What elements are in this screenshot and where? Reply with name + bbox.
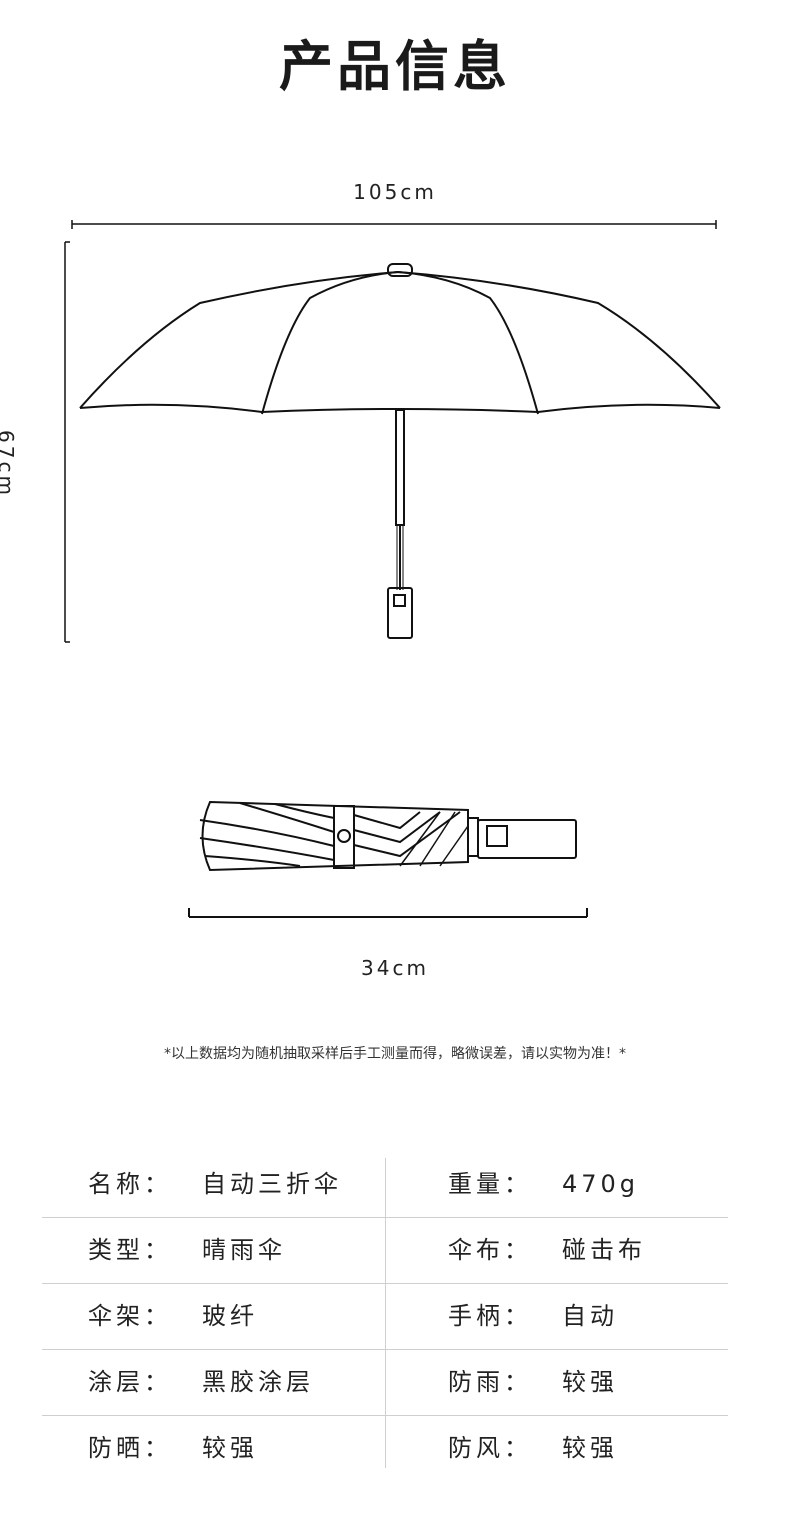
spec-row: 涂层： 黑胶涂层 防雨： 较强 <box>42 1350 728 1416</box>
spec-row: 伞架： 玻纤 手柄： 自动 <box>42 1284 728 1350</box>
spec-row: 防晒： 较强 防风： 较强 <box>42 1416 728 1481</box>
spec-key: 手柄： <box>448 1302 532 1330</box>
spec-value: 晴雨伞 <box>202 1236 286 1264</box>
spec-value: 470g <box>562 1170 640 1198</box>
spec-row: 名称： 自动三折伞 重量： 470g <box>42 1152 728 1218</box>
spec-table: 名称： 自动三折伞 重量： 470g 类型： 晴雨伞 伞布： 碰击布 伞架： 玻… <box>42 1152 728 1481</box>
spec-value: 黑胶涂层 <box>202 1368 314 1396</box>
spec-key: 名称： <box>88 1170 172 1198</box>
spec-key: 伞布： <box>448 1236 532 1264</box>
measurement-note: *以上数据均为随机抽取采样后手工测量而得，略微误差，请以实物为准！* <box>164 1046 626 1062</box>
folded-umbrella <box>199 800 577 872</box>
spec-key: 伞架： <box>88 1302 172 1330</box>
spec-value: 自动三折伞 <box>202 1170 342 1198</box>
spec-value: 自动 <box>562 1302 618 1330</box>
length-bracket <box>188 908 588 918</box>
spec-key: 重量： <box>448 1170 532 1198</box>
spec-key: 防雨： <box>448 1368 532 1396</box>
spec-row: 类型： 晴雨伞 伞布： 碰击布 <box>42 1218 728 1284</box>
spec-value: 较强 <box>562 1368 618 1396</box>
spec-key: 防晒： <box>88 1434 172 1462</box>
page-title: 产品信息 <box>279 35 511 98</box>
folded-length-label: 34cm <box>361 956 429 980</box>
table-divider <box>385 1158 386 1468</box>
height-bracket <box>64 241 70 643</box>
open-umbrella <box>79 263 721 639</box>
width-bracket <box>71 220 717 229</box>
open-width-label: 105cm <box>353 180 437 204</box>
spec-value: 玻纤 <box>202 1302 258 1330</box>
spec-key: 类型： <box>88 1236 172 1264</box>
spec-key: 涂层： <box>88 1368 172 1396</box>
open-height-label: 67cm <box>0 430 18 498</box>
spec-value: 较强 <box>562 1434 618 1462</box>
spec-value: 碰击布 <box>562 1236 646 1264</box>
spec-key: 防风： <box>448 1434 532 1462</box>
spec-value: 较强 <box>202 1434 258 1462</box>
